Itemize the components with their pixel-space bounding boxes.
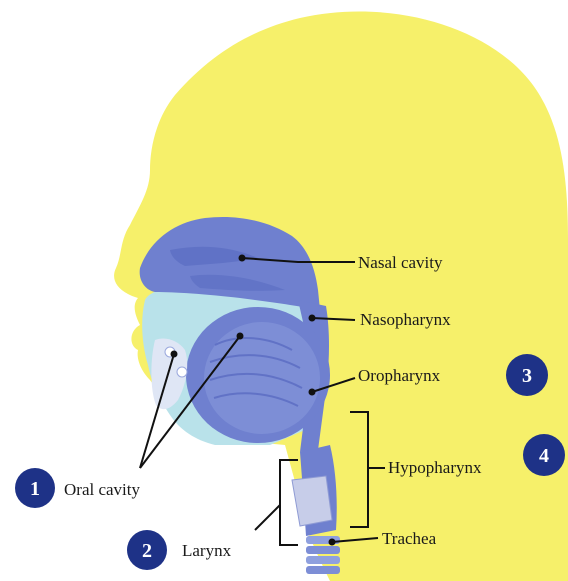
label-larynx: Larynx: [182, 541, 232, 560]
badge-oral-cavity: 1: [15, 468, 55, 508]
label-trachea: Trachea: [382, 529, 437, 548]
dot-oral-cavity-a: [171, 351, 178, 358]
label-oropharynx: Oropharynx: [358, 366, 441, 385]
label-nasopharynx: Nasopharynx: [360, 310, 451, 329]
trachea-ring: [306, 546, 340, 554]
badge-oral-cavity-number: 1: [30, 478, 40, 500]
badge-larynx-number: 2: [142, 540, 152, 562]
badge-oropharynx-number: 3: [522, 365, 532, 387]
bracket-larynx: [255, 460, 298, 545]
badge-hypopharynx-number: 4: [539, 445, 549, 467]
label-oral-cavity: Oral cavity: [64, 480, 140, 499]
label-nasal-cavity: Nasal cavity: [358, 253, 443, 272]
trachea-ring: [306, 566, 340, 574]
badge-hypopharynx: 4: [523, 434, 565, 476]
badge-oropharynx: 3: [506, 354, 548, 396]
label-hypopharynx: Hypopharynx: [388, 458, 482, 477]
dot-nasopharynx: [309, 315, 316, 322]
tooth-lower: [177, 367, 187, 377]
trachea-ring: [306, 556, 340, 564]
dot-nasal-cavity: [239, 255, 246, 262]
badge-larynx: 2: [127, 530, 167, 570]
larynx-cartilage: [292, 476, 332, 526]
dot-trachea: [329, 539, 336, 546]
dot-oropharynx: [309, 389, 316, 396]
dot-oral-cavity-b: [237, 333, 244, 340]
